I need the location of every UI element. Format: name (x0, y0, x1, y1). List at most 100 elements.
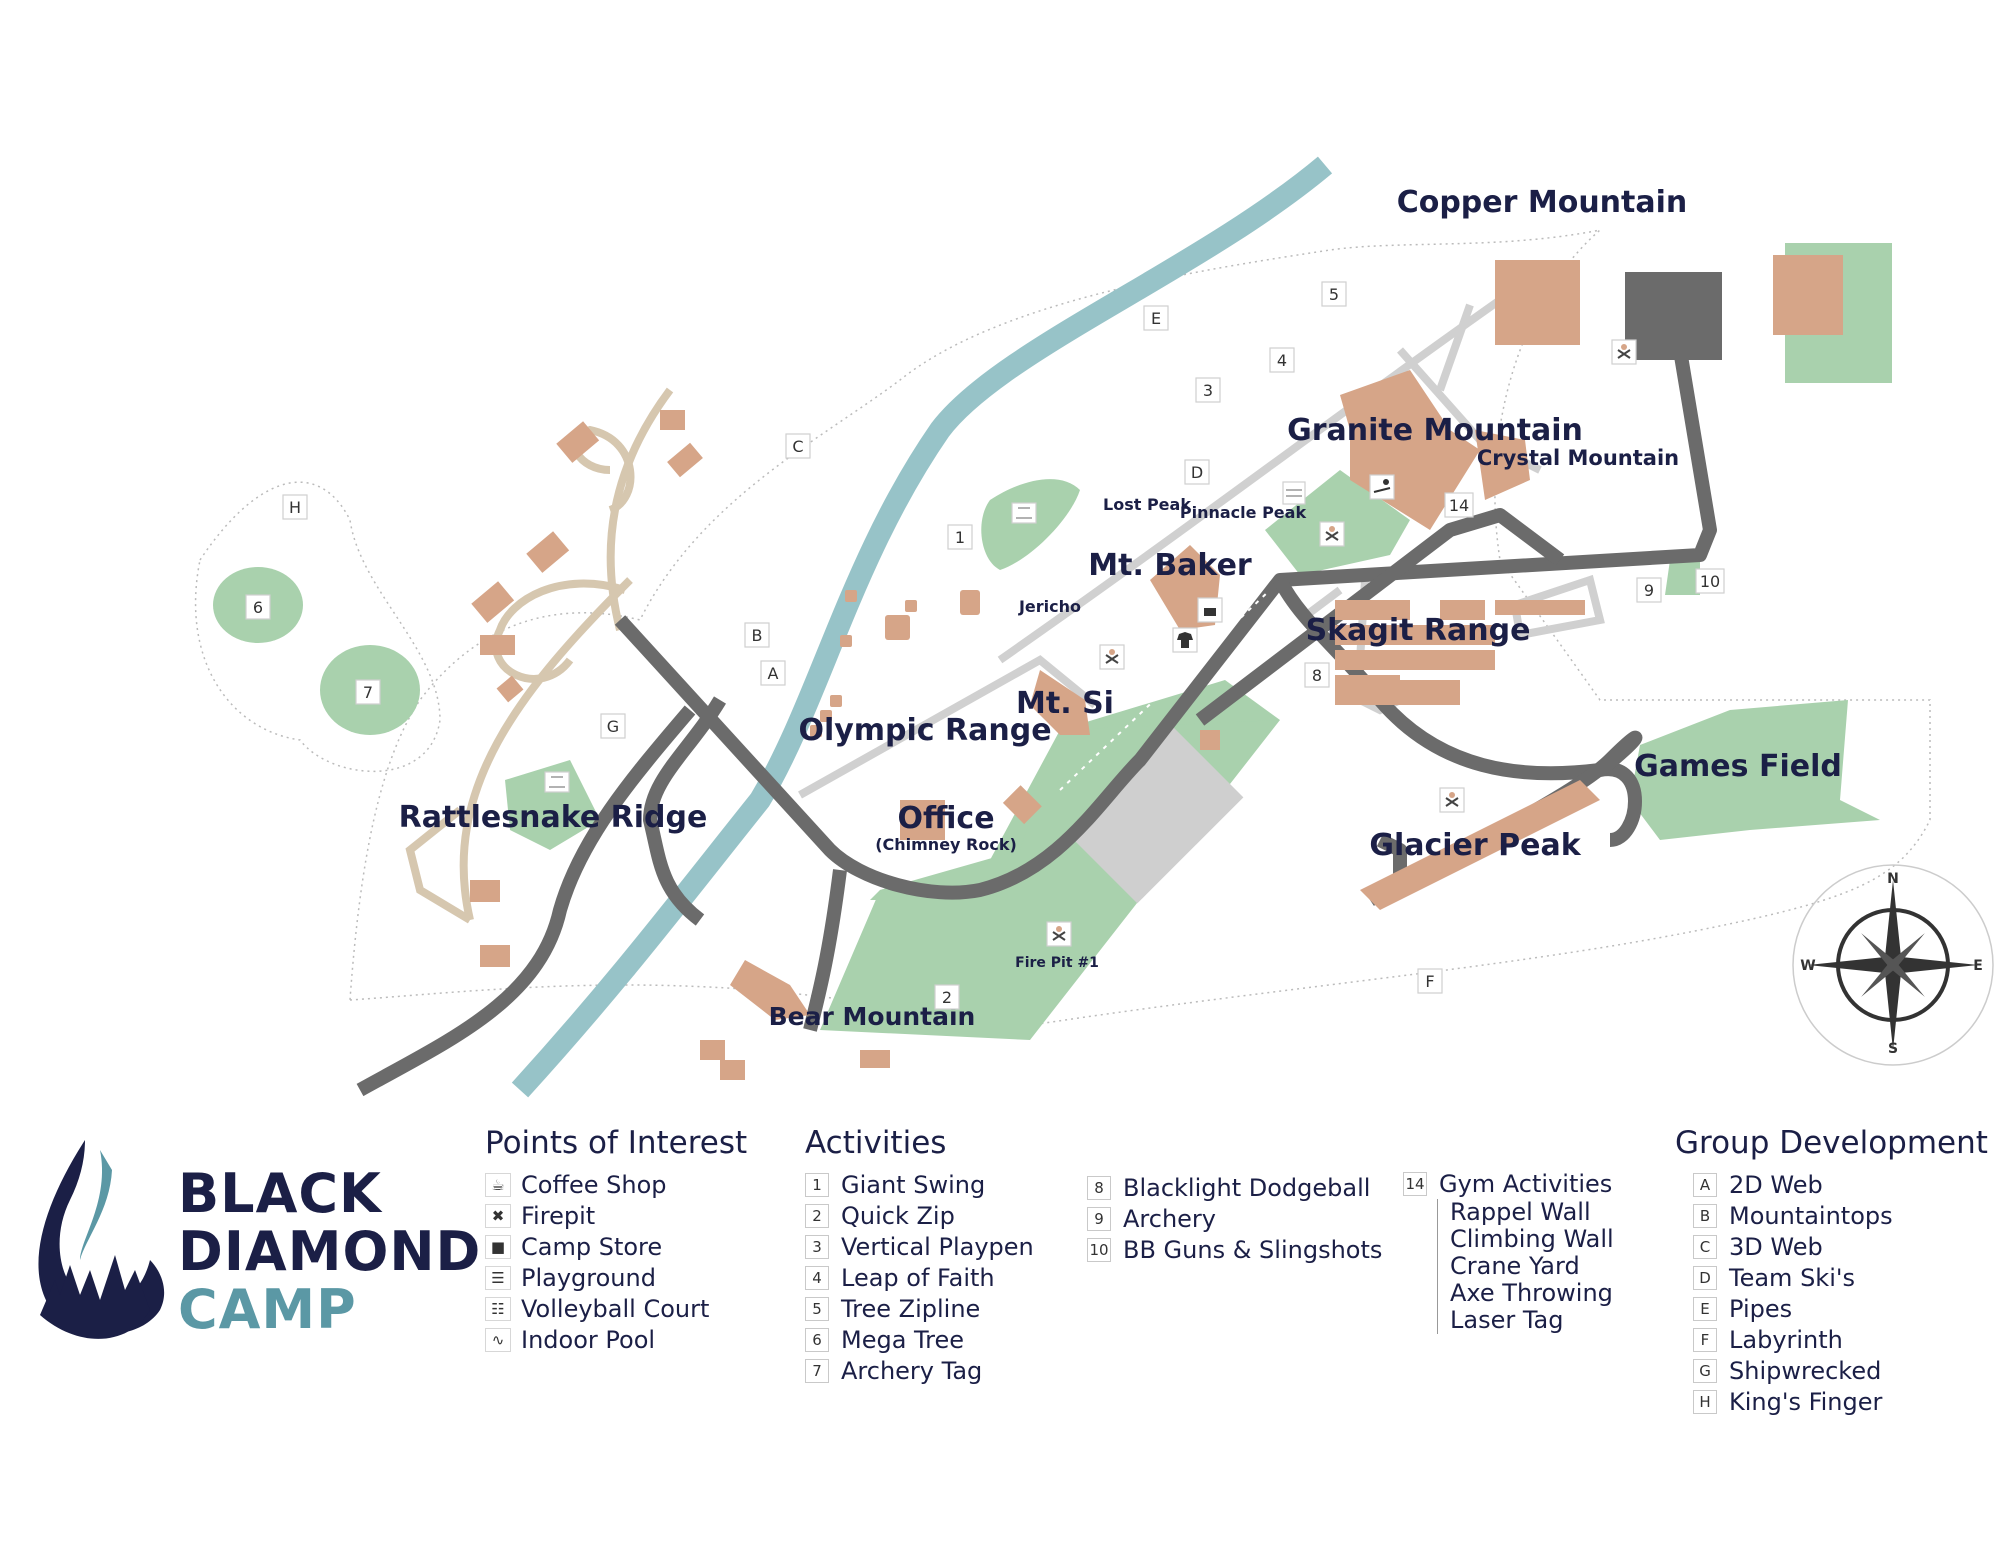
svg-text:4: 4 (1277, 351, 1287, 370)
marker-e[interactable]: E (1143, 305, 1169, 331)
marker-d[interactable]: D (1184, 459, 1210, 485)
svg-text:10: 10 (1700, 572, 1720, 591)
group-letter: G (1693, 1358, 1717, 1383)
marker-g[interactable]: G (600, 713, 626, 739)
firepit-icon[interactable] (1319, 521, 1345, 547)
svg-text:3: 3 (1203, 381, 1213, 400)
legend-poi-item: ☰Playground (485, 1262, 747, 1293)
label-crystal-mountain: Crystal Mountain (1477, 446, 1679, 470)
activity-item: 2 Quick Zip (805, 1200, 1034, 1231)
poi-list: ☕Coffee Shop ✖Firepit ■Camp Store ☰Playg… (485, 1169, 747, 1355)
label-mt-si: Mt. Si (1016, 686, 1114, 721)
games-field (1630, 700, 1880, 840)
marker-1[interactable]: 1 (947, 524, 973, 550)
marker-h[interactable]: H (282, 494, 308, 520)
firepit-icon[interactable] (1046, 921, 1072, 947)
label-lost-peak: Lost Peak (1103, 495, 1191, 514)
river (511, 156, 1333, 1098)
activity-number: 4 (805, 1265, 829, 1290)
firepit-icon[interactable] (1611, 339, 1637, 365)
swimmer-icon[interactable] (1369, 474, 1395, 500)
activity-number: 2 (805, 1203, 829, 1228)
marker-f[interactable]: F (1417, 968, 1443, 994)
firepit-icon[interactable] (1439, 787, 1465, 813)
marker-3[interactable]: 3 (1195, 377, 1221, 403)
marker-7[interactable]: 7 (355, 679, 381, 705)
compass-w: W (1800, 958, 1815, 974)
group-label: 3D Web (1729, 1232, 1823, 1261)
activity-label: Archery Tag (841, 1356, 983, 1385)
marker-10[interactable]: 10 (1695, 568, 1725, 594)
group-letter: H (1693, 1389, 1717, 1414)
group-label: King's Finger (1729, 1387, 1883, 1416)
playground-icon[interactable] (544, 771, 570, 793)
compass: N S E W (1792, 864, 1994, 1066)
compass-s: S (1888, 1041, 1898, 1057)
group-label: Pipes (1729, 1294, 1793, 1323)
marker-a[interactable]: A (760, 660, 786, 686)
marker-c[interactable]: C (785, 433, 811, 459)
compass-e: E (1973, 958, 1983, 974)
activity-number: 6 (805, 1327, 829, 1352)
field-rattlesnake (505, 760, 600, 850)
svg-text:F: F (1425, 972, 1434, 991)
legend-poi-item: ■Camp Store (485, 1231, 747, 1262)
group-letter: F (1693, 1327, 1717, 1352)
volleyball-icon[interactable] (1282, 481, 1306, 505)
brand-line-diamond: DIAMOND (178, 1220, 482, 1283)
group-label: Labyrinth (1729, 1325, 1843, 1354)
activity-label: Giant Swing (841, 1170, 986, 1199)
label-mt-baker: Mt. Baker (1088, 548, 1252, 583)
playground-icon[interactable] (1011, 502, 1037, 524)
label-skagit-range: Skagit Range (1306, 613, 1531, 648)
shirt-icon[interactable] (1172, 627, 1198, 653)
firepit-icon[interactable] (1099, 644, 1125, 670)
marker-8[interactable]: 8 (1304, 662, 1330, 688)
activity-label: BB Guns & Slingshots (1123, 1235, 1383, 1264)
marker-b[interactable]: B (744, 622, 770, 648)
marker-9[interactable]: 9 (1636, 577, 1662, 603)
svg-text:14: 14 (1449, 496, 1469, 515)
playground-icon: ☰ (485, 1265, 511, 1290)
marker-4[interactable]: 4 (1269, 347, 1295, 373)
marker-2[interactable]: 2 (934, 984, 960, 1010)
activity-label: Tree Zipline (841, 1294, 981, 1323)
marker-6[interactable]: 6 (245, 594, 271, 620)
poi-label: Indoor Pool (521, 1325, 656, 1354)
group-label: Mountaintops (1729, 1201, 1893, 1230)
swimmer-icon: ∿ (485, 1327, 511, 1352)
parking-grey (1066, 726, 1244, 904)
svg-text:C: C (792, 437, 803, 456)
marker-14[interactable]: 14 (1444, 492, 1474, 518)
legend-group-title: Group Development (1675, 1125, 1988, 1161)
label-olympic-range: Olympic Range (798, 713, 1051, 748)
firepit-icon: ✖ (485, 1203, 511, 1228)
legend-poi-title: Points of Interest (485, 1125, 748, 1161)
activity-label: Quick Zip (841, 1201, 955, 1230)
activity-label: Mega Tree (841, 1325, 965, 1354)
volleyball-icon: ☷ (485, 1296, 511, 1321)
label-office-sub: (Chimney Rock) (875, 835, 1017, 854)
coffee-icon[interactable] (1197, 597, 1223, 623)
marker-5[interactable]: 5 (1321, 281, 1347, 307)
activity-number: 3 (805, 1234, 829, 1259)
gym-sub-item: Climbing Wall (1450, 1225, 1614, 1253)
